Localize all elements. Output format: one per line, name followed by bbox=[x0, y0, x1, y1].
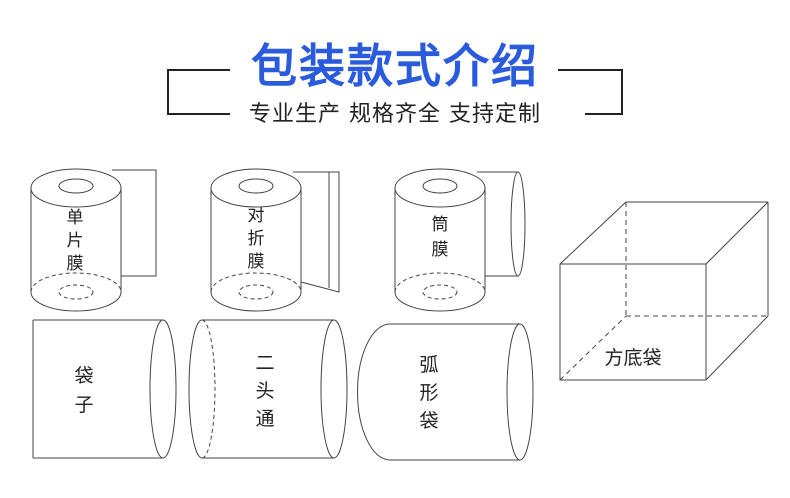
single-film-roll bbox=[30, 168, 157, 312]
open-both-ends-label-3: 通 bbox=[255, 408, 274, 430]
header-frame bbox=[167, 69, 623, 115]
folded-film-label-3: 膜 bbox=[248, 252, 265, 272]
tube-film-label-1: 筒 bbox=[432, 215, 449, 235]
square-bottom-bag-box bbox=[559, 201, 769, 381]
folded-film-label-2: 折 bbox=[248, 229, 265, 249]
page-title: 包装款式介绍 bbox=[251, 39, 539, 93]
curved-bag-label-1: 弧 bbox=[419, 354, 438, 376]
folded-film-label-1: 对 bbox=[248, 206, 265, 226]
curved-bag-shape bbox=[357, 323, 534, 461]
folded-film-roll bbox=[210, 168, 340, 312]
left-bracket bbox=[167, 69, 230, 115]
open-both-ends-tube bbox=[188, 319, 348, 459]
bag-label-2: 子 bbox=[74, 394, 93, 416]
open-both-ends-label-2: 头 bbox=[255, 380, 274, 402]
square-bottom-bag-label: 方底袋 bbox=[604, 347, 661, 369]
single-film-label-1: 单 bbox=[67, 208, 84, 228]
tube-film-label-2: 膜 bbox=[432, 240, 449, 260]
single-film-label-2: 片 bbox=[67, 231, 84, 251]
curved-bag-label-3: 袋 bbox=[419, 410, 438, 432]
curved-bag-label-2: 形 bbox=[419, 382, 438, 404]
single-film-label-3: 膜 bbox=[67, 254, 84, 274]
bag-label-1: 袋 bbox=[74, 365, 93, 387]
open-both-ends-label-1: 二 bbox=[255, 352, 274, 374]
page-subtitle: 专业生产 规格齐全 支持定制 bbox=[249, 102, 541, 127]
tube-film-roll bbox=[394, 168, 526, 312]
bag-shape bbox=[32, 319, 177, 459]
right-bracket bbox=[558, 69, 623, 115]
